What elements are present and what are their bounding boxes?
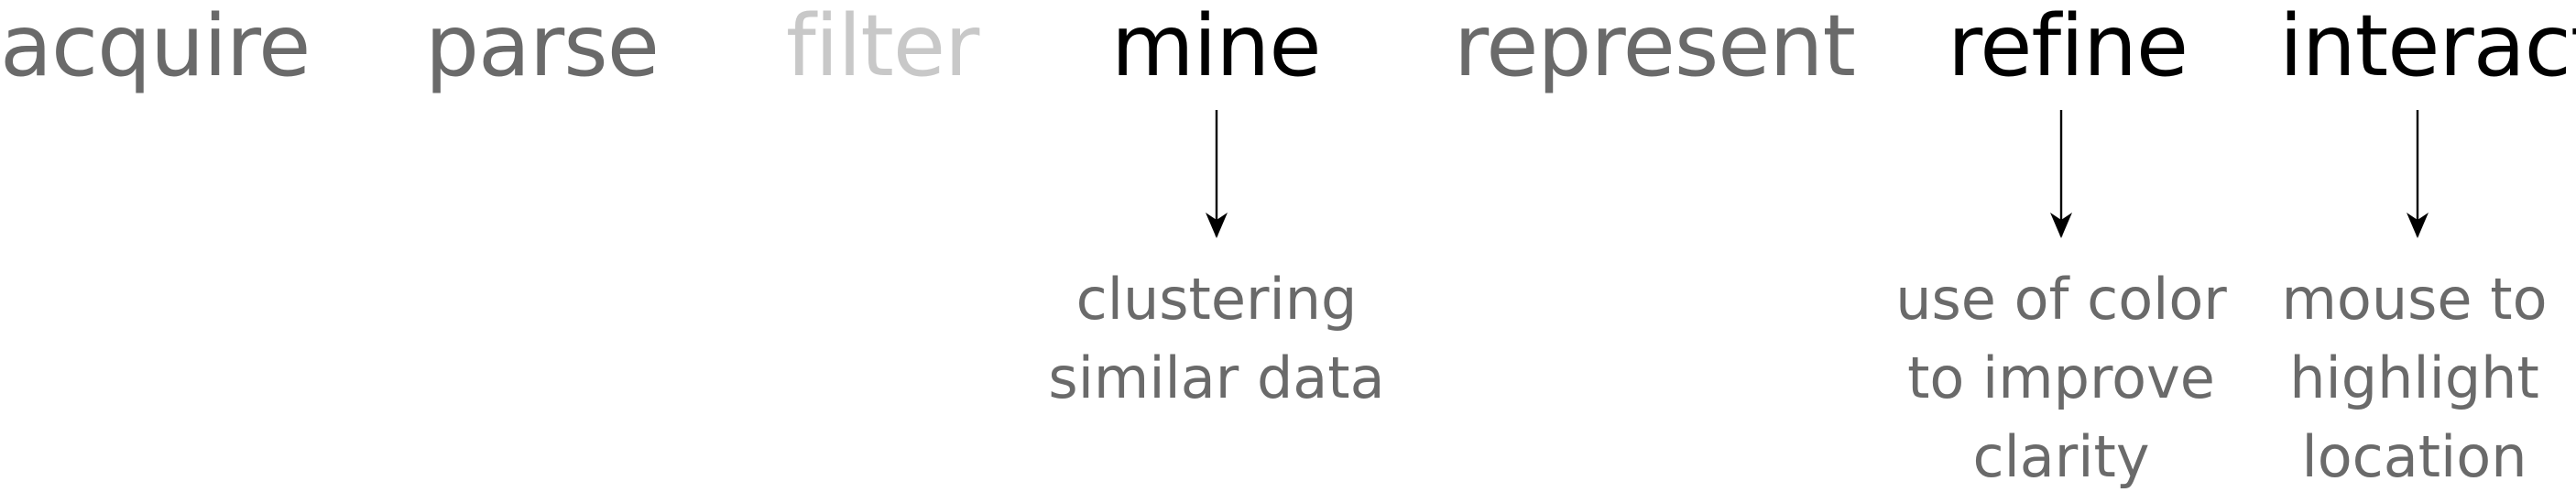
note-refine: use of color to improve clarity <box>1895 266 2227 490</box>
step-interact: interact <box>2279 0 2576 95</box>
arrowhead-interact-icon <box>2407 213 2429 238</box>
arrowhead-mine-icon <box>1206 213 1228 238</box>
step-acquire: acquire <box>0 0 311 95</box>
arrowhead-refine-icon <box>2050 213 2072 238</box>
note-interact: mouse to highlight location <box>2281 266 2548 490</box>
step-mine: mine <box>1111 0 1322 95</box>
step-refine: refine <box>1948 0 2189 95</box>
step-represent: represent <box>1454 0 1856 95</box>
note-mine: clustering similar data <box>1048 266 1385 411</box>
step-parse: parse <box>425 0 660 95</box>
step-filter: filter <box>786 0 979 95</box>
